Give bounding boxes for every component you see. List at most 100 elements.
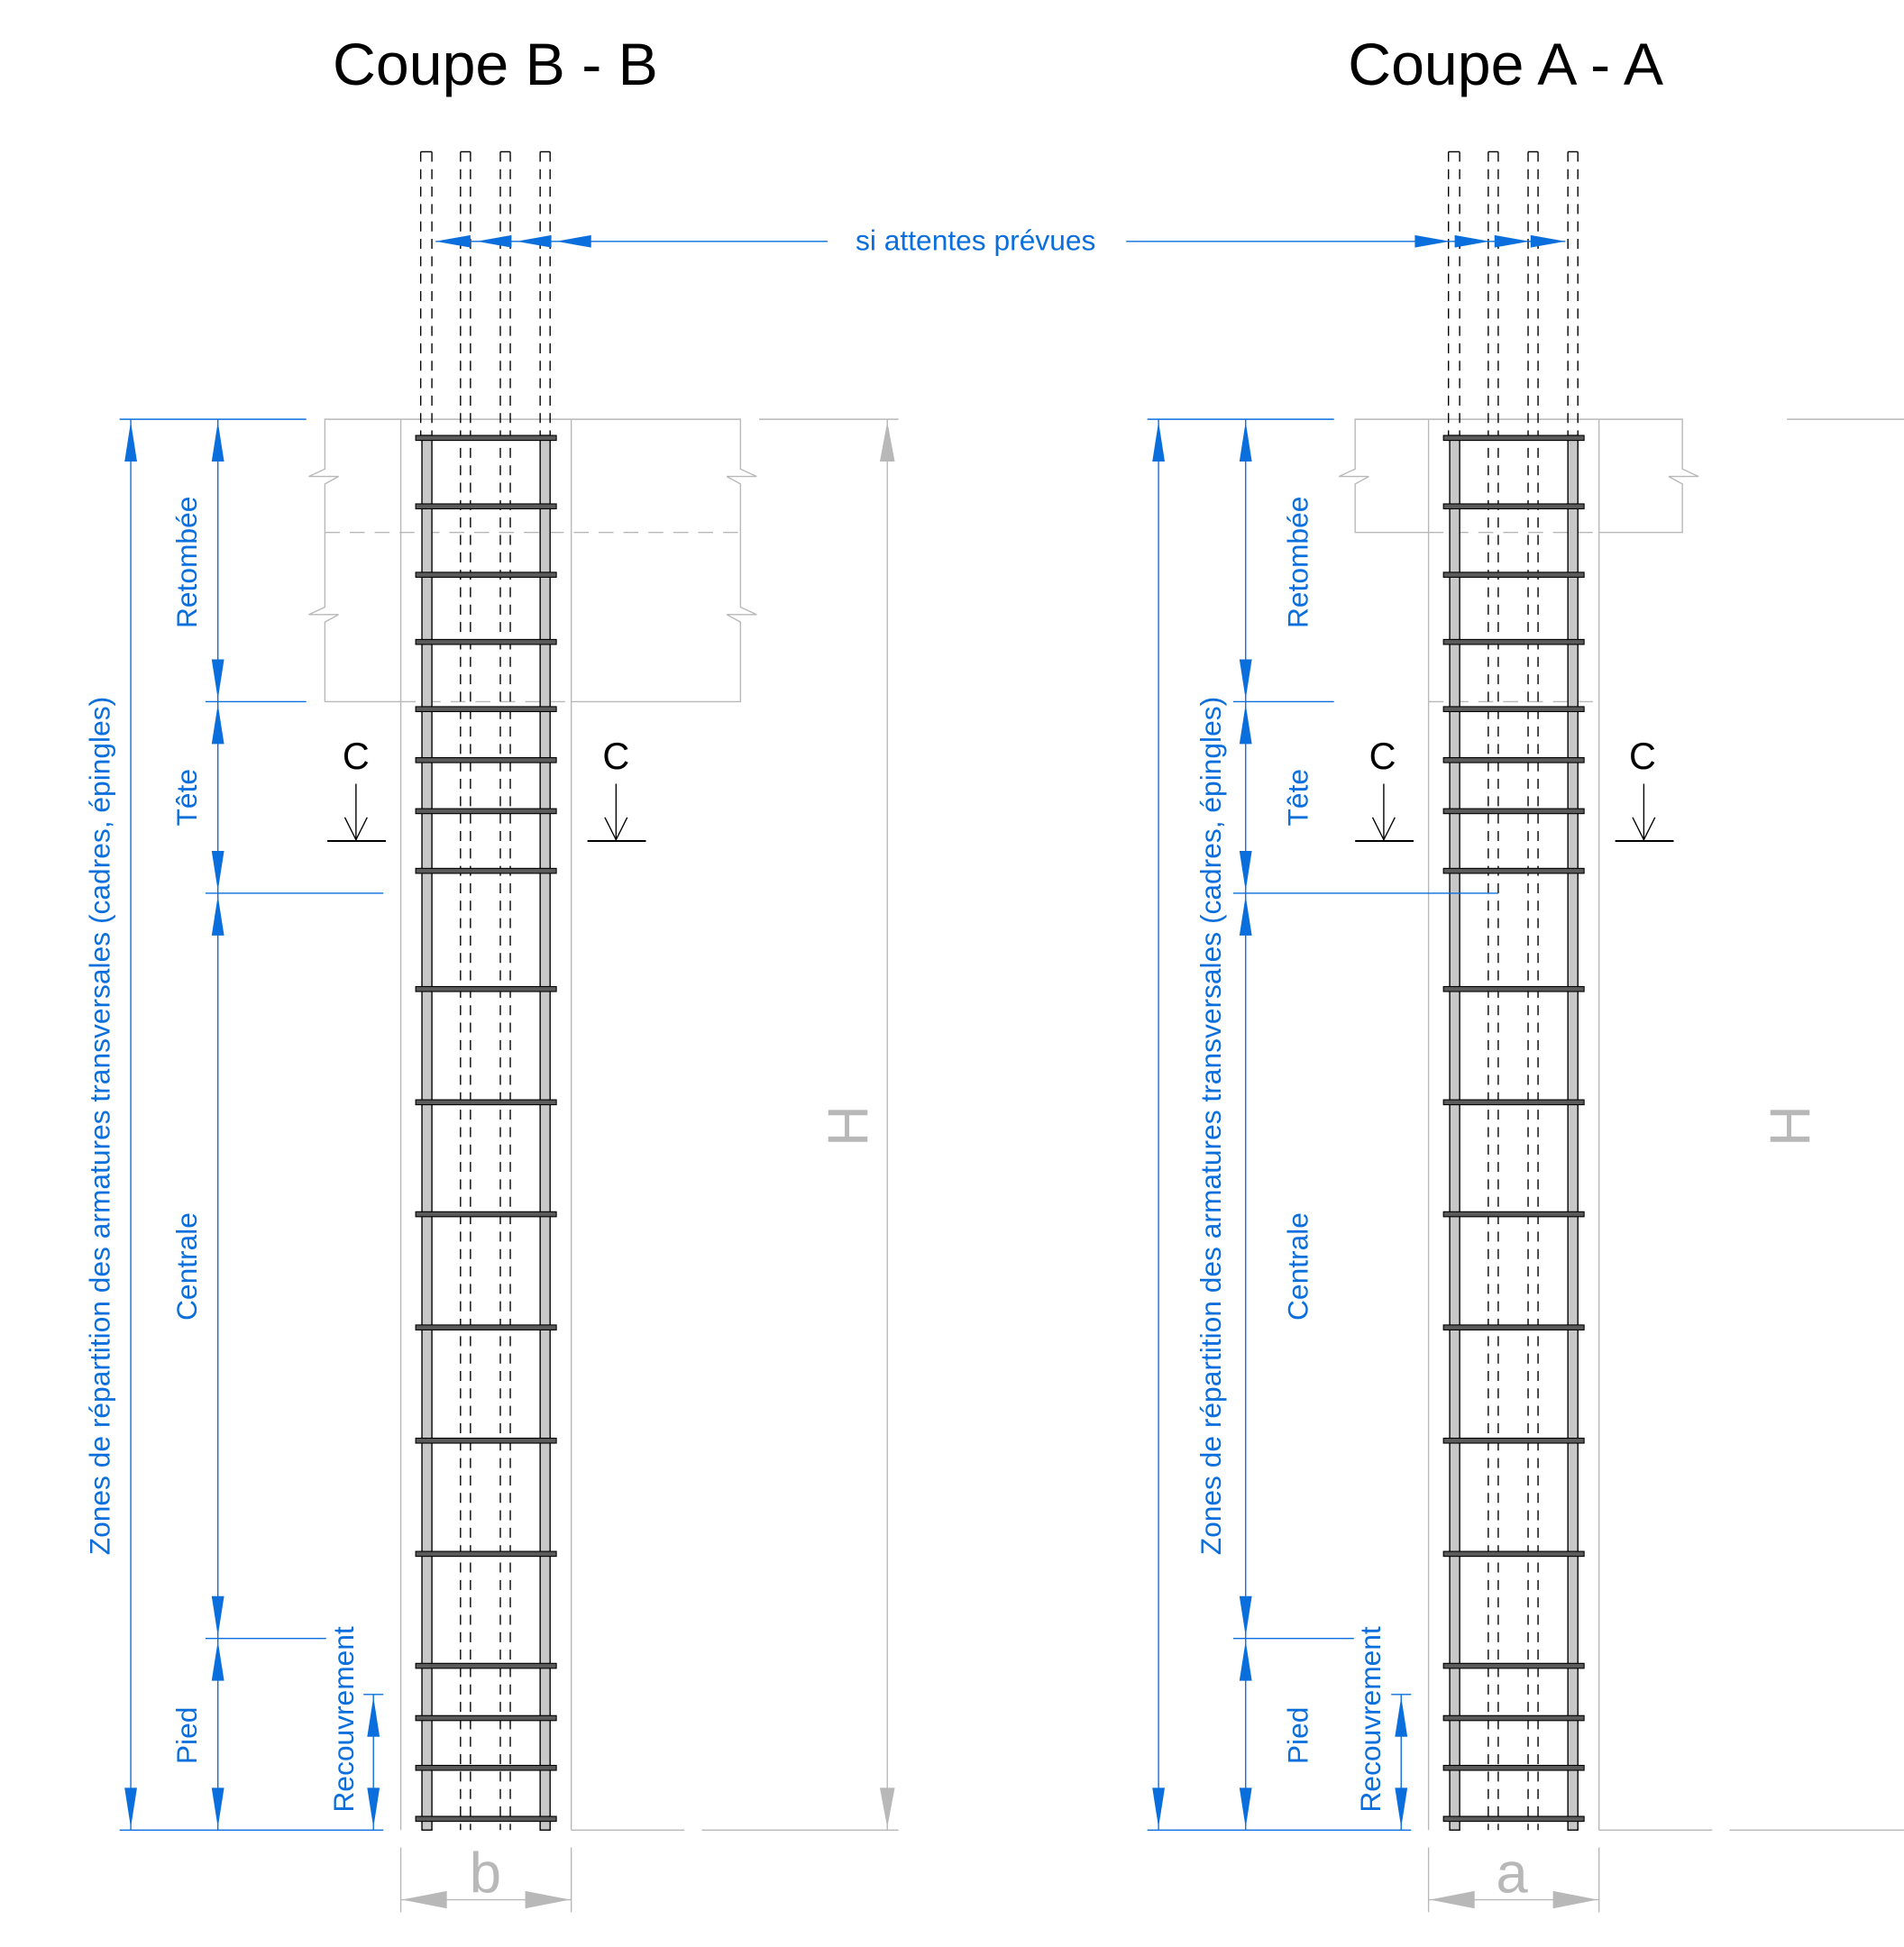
arrow-icon bbox=[124, 421, 137, 462]
arrow-icon bbox=[1239, 421, 1252, 462]
stirrup bbox=[415, 756, 557, 763]
arrow-icon bbox=[1239, 851, 1252, 891]
stirrup bbox=[415, 1211, 557, 1218]
arrow-icon bbox=[1552, 1890, 1598, 1909]
retombee-label-a: Retombée bbox=[1282, 497, 1314, 628]
slab-outline-right bbox=[1598, 418, 1699, 534]
arrow-icon bbox=[1152, 421, 1166, 462]
stirrup bbox=[415, 638, 557, 645]
retombee-label-b: Retombée bbox=[170, 497, 203, 628]
arrow-icon bbox=[476, 234, 512, 248]
stirrup bbox=[415, 867, 557, 874]
arrow-icon bbox=[556, 234, 591, 248]
arrow-icon bbox=[1239, 704, 1252, 745]
arrow-icon bbox=[1239, 895, 1252, 936]
section-arrow-head bbox=[343, 817, 368, 842]
zones-label-a: Zones de répartition des armatures trans… bbox=[1195, 697, 1227, 1555]
arrow-icon bbox=[879, 421, 895, 462]
arrow-icon bbox=[401, 1890, 447, 1909]
stirrup bbox=[1442, 1815, 1585, 1823]
arrow-icon bbox=[525, 1890, 571, 1909]
stirrup bbox=[415, 706, 557, 713]
tete-label-b: Tête bbox=[170, 769, 203, 826]
stirrup bbox=[1442, 434, 1585, 442]
arrow-icon bbox=[211, 421, 224, 462]
height-label-b: H bbox=[817, 1105, 880, 1147]
section-mark-right-b: C bbox=[602, 736, 629, 777]
slab-outline-left bbox=[308, 418, 401, 703]
recouvrement-label-b: Recouvrement bbox=[327, 1626, 360, 1813]
section-mark-left-a: C bbox=[1369, 736, 1396, 777]
stirrup bbox=[1442, 638, 1585, 645]
pied-label-a: Pied bbox=[1282, 1707, 1314, 1765]
arrow-icon bbox=[1239, 1595, 1252, 1636]
stirrup bbox=[415, 1815, 557, 1823]
section-mark-left-b: C bbox=[343, 736, 370, 777]
height-label-a: H bbox=[1759, 1105, 1822, 1147]
stirrup bbox=[415, 1550, 557, 1558]
stirrup bbox=[1442, 1714, 1585, 1722]
section-arrow-head bbox=[1632, 817, 1656, 842]
stirrup bbox=[415, 985, 557, 992]
stirrup bbox=[415, 1437, 557, 1444]
starter-bars-note: si attentes prévues bbox=[856, 224, 1095, 256]
zones-label-b: Zones de répartition des armatures trans… bbox=[84, 697, 116, 1555]
section-arrow-head bbox=[1371, 817, 1396, 842]
stirrup bbox=[415, 571, 557, 578]
arrow-icon bbox=[1414, 234, 1451, 248]
stirrup bbox=[1442, 1099, 1585, 1106]
arrow-icon bbox=[211, 704, 224, 745]
stirrup bbox=[1442, 503, 1585, 510]
stirrup bbox=[1442, 985, 1585, 992]
stirrup bbox=[415, 503, 557, 510]
arrow-icon bbox=[367, 1696, 380, 1737]
arrow-icon bbox=[211, 659, 224, 699]
arrow-icon bbox=[211, 1641, 224, 1681]
stirrup bbox=[415, 1099, 557, 1106]
stirrup bbox=[1442, 571, 1585, 578]
stirrup bbox=[1442, 1550, 1585, 1558]
arrow-icon bbox=[1530, 234, 1566, 248]
stirrup bbox=[1442, 1437, 1585, 1444]
slab-outline-right bbox=[571, 418, 757, 703]
stirrup bbox=[1442, 867, 1585, 874]
arrow-icon bbox=[124, 1787, 137, 1828]
width-label-b: b bbox=[470, 1842, 501, 1905]
arrow-icon bbox=[1239, 1641, 1252, 1681]
slab-outline-left bbox=[1338, 418, 1429, 534]
arrow-icon bbox=[516, 234, 552, 248]
arrow-icon bbox=[435, 234, 471, 248]
pied-label-b: Pied bbox=[170, 1707, 203, 1765]
arrow-icon bbox=[1395, 1696, 1408, 1737]
stirrup bbox=[415, 1662, 557, 1669]
stirrup bbox=[1442, 1662, 1585, 1669]
title-section-b: Coupe B - B bbox=[333, 32, 658, 98]
section-arrow-head bbox=[604, 817, 628, 842]
stirrup bbox=[415, 808, 557, 815]
arrow-icon bbox=[367, 1787, 380, 1828]
arrow-icon bbox=[211, 1595, 224, 1636]
arrow-icon bbox=[1429, 1890, 1475, 1909]
arrow-icon bbox=[1494, 234, 1530, 248]
arrow-icon bbox=[211, 895, 224, 936]
section-mark-right-a: C bbox=[1629, 736, 1656, 777]
stirrup bbox=[1442, 1211, 1585, 1218]
width-label-a: a bbox=[1496, 1842, 1528, 1905]
arrow-icon bbox=[1239, 659, 1252, 699]
stirrup bbox=[1442, 1324, 1585, 1330]
stirrup bbox=[415, 1764, 557, 1771]
recouvrement-label-a: Recouvrement bbox=[1354, 1626, 1387, 1813]
arrow-icon bbox=[1395, 1787, 1408, 1828]
stirrup bbox=[1442, 1764, 1585, 1771]
title-section-a: Coupe A - A bbox=[1348, 32, 1664, 98]
stirrup bbox=[415, 434, 557, 442]
arrow-icon bbox=[211, 851, 224, 891]
tete-label-a: Tête bbox=[1282, 769, 1314, 826]
stirrup bbox=[1442, 706, 1585, 713]
stirrup bbox=[415, 1324, 557, 1330]
centrale-label-a: Centrale bbox=[1282, 1212, 1314, 1321]
arrow-icon bbox=[1152, 1787, 1166, 1828]
arrow-icon bbox=[1454, 234, 1490, 248]
arrow-icon bbox=[879, 1787, 895, 1828]
